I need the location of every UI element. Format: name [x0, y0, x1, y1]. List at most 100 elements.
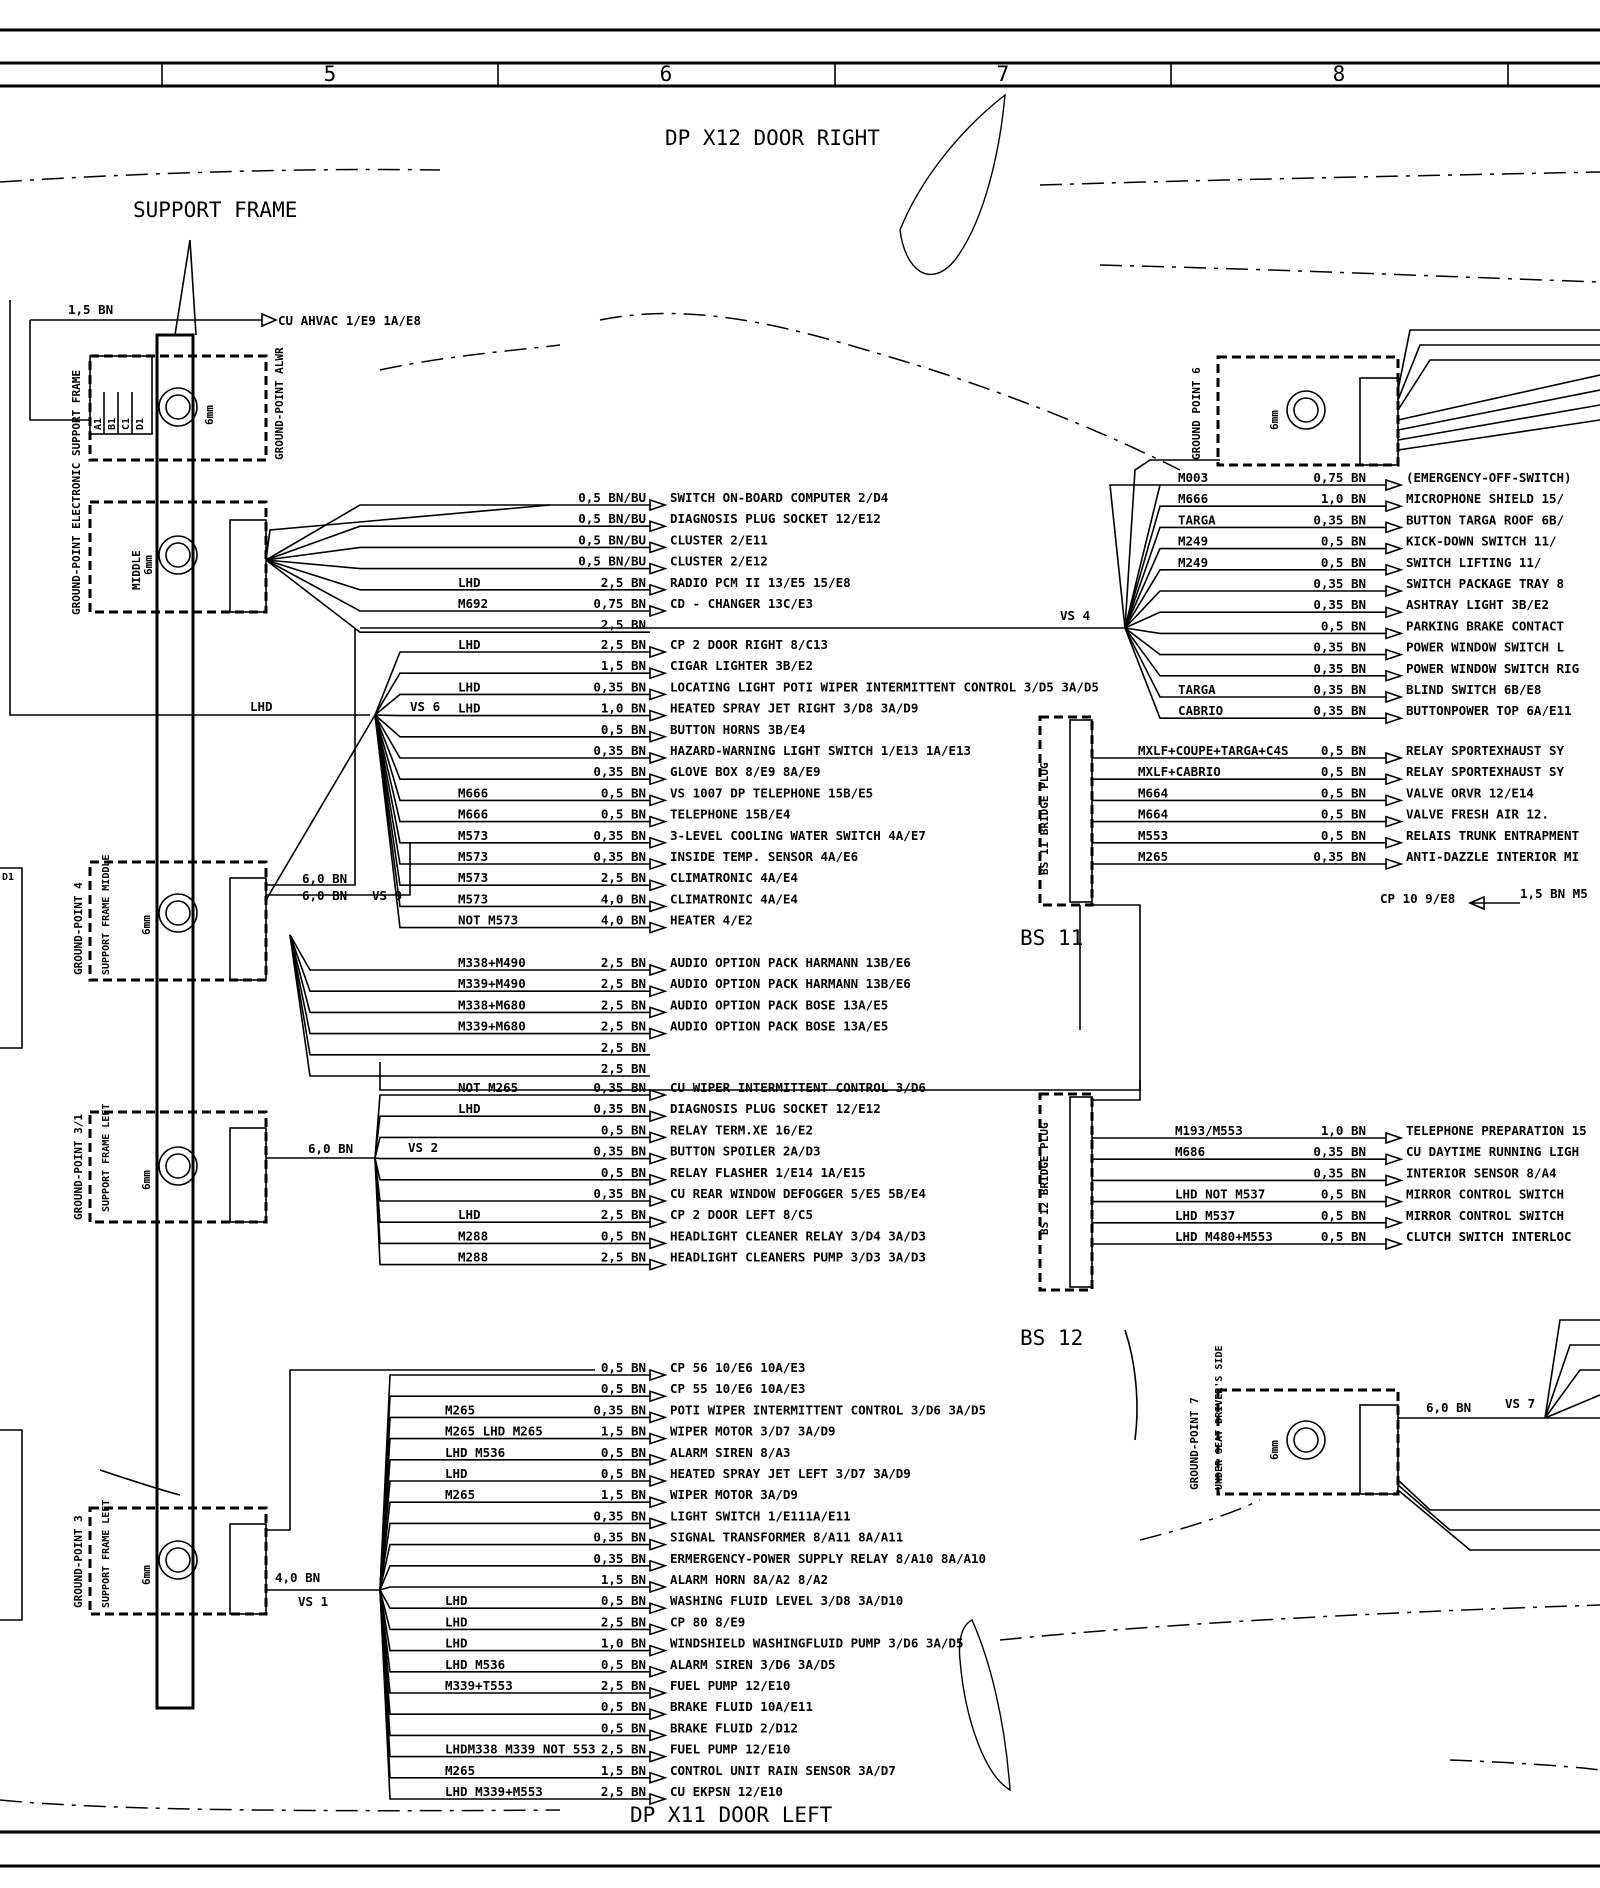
wire-arrow: [1385, 478, 1404, 492]
wire-code: MXLF+COUPE+TARGA+C4S: [1138, 743, 1289, 758]
wire-arrow: [649, 985, 668, 998]
wire-line: [1124, 505, 1386, 629]
wire-destination: AUDIO OPTION PACK BOSE 13A/E5: [670, 997, 888, 1012]
wire-spec: 0,35 BN: [1313, 512, 1366, 527]
wire-code: LHD: [458, 1101, 481, 1116]
wire-spec: 0,5 BN: [601, 1122, 646, 1137]
wire-destination: RELAY FLASHER 1/E14 1A/E15: [670, 1165, 866, 1180]
wire-spec: 0,35 BN: [1313, 597, 1366, 612]
wire-line: [374, 714, 650, 780]
wire-arrow: [1385, 1131, 1404, 1145]
wire-destination: LIGHT SWITCH 1/E111A/E11: [670, 1508, 851, 1523]
wire-arrow: [1385, 1216, 1404, 1229]
svg-text:SUPPORT FRAME LEFT: SUPPORT FRAME LEFT: [101, 1104, 112, 1212]
wire-destination: CLIMATRONIC 4A/E4: [670, 891, 798, 906]
wire-arrow: [649, 1152, 668, 1165]
wire-line: [374, 714, 650, 865]
svg-text:GROUND-POINT 3: GROUND-POINT 3: [72, 1515, 85, 1608]
wire-arrow: [649, 1474, 668, 1488]
trunk-line: [266, 628, 356, 886]
wire-line: [374, 1157, 650, 1266]
wire-destination: BRAKE FLUID 10A/E11: [670, 1699, 813, 1714]
wire-destination: CU WIPER INTERMITTENT CONTROL 3/D6: [670, 1080, 926, 1095]
wire-arrow: [1385, 669, 1404, 682]
title-door-right: DP X12 DOOR RIGHT: [665, 126, 880, 150]
wire-spec: 4,0 BN: [601, 913, 646, 928]
wire-arrow: [649, 1194, 668, 1208]
wire-spec: 2,5 BN: [601, 1207, 646, 1222]
wire-spec: 0,5 BN: [601, 1445, 646, 1460]
wire-code: LHD NOT M537: [1175, 1187, 1265, 1202]
wire-arrow: [649, 921, 668, 934]
wire-arrow: [649, 1432, 668, 1445]
ground-point-6: GROUND POINT 6 6mm: [1190, 355, 1400, 467]
wire-arrow: [1385, 773, 1404, 786]
wire-arrow: [649, 1006, 668, 1019]
wire-code: M573: [458, 849, 488, 864]
wire-arrow: [1385, 500, 1404, 513]
wire-line: [379, 1586, 650, 1591]
wire-spec: 0,5 BN: [1321, 764, 1366, 779]
wire-code: LHD: [445, 1466, 468, 1481]
wire-arrow: [649, 1131, 668, 1144]
wire-destination: INSIDE TEMP. SENSOR 4A/E6: [670, 849, 858, 864]
wire-destination: FUEL PUMP 12/E10: [670, 1742, 790, 1757]
wire-line: [379, 1565, 650, 1591]
wire-row: 0,5 BN RELAY TERM.XE 16/E2: [374, 1122, 813, 1159]
wire-line: [1124, 526, 1386, 629]
wire-arrow: [649, 1771, 668, 1784]
wire-destination: INTERIOR SENSOR 8/A4: [1406, 1165, 1557, 1180]
wire-destination: FUEL PUMP 12/E10: [670, 1678, 790, 1693]
wire-spec: 0,75 BN: [1313, 470, 1366, 485]
svg-text:6mm: 6mm: [140, 915, 153, 935]
wire-destination: RELAY TERM.XE 16/E2: [670, 1122, 813, 1137]
wire-line: [289, 934, 650, 1014]
lhd-label: LHD: [250, 699, 273, 714]
svg-text:UNDER SEAT DRIVER'S SIDE: UNDER SEAT DRIVER'S SIDE: [1214, 1346, 1225, 1491]
wire-code: LHD: [458, 679, 481, 694]
wire-arrow: [1385, 648, 1404, 661]
wire-spec: 0,5 BN: [601, 722, 646, 737]
ground-point-3: GROUND-POINT 3 SUPPORT FRAME LEFT 6mm: [72, 1500, 268, 1616]
wire-arrow: [649, 1453, 668, 1466]
wire-line: [289, 934, 650, 1035]
svg-text:VS 2: VS 2: [408, 1140, 438, 1155]
svg-text:VS 6: VS 6: [410, 699, 440, 714]
wire-arrow: [649, 583, 668, 596]
wire-line: [379, 1543, 650, 1591]
wire-spec: 0,5 BN: [601, 1466, 646, 1481]
column-label-5: 5: [324, 62, 337, 86]
wire-spec: 0,5 BN/BU: [578, 532, 646, 547]
wire-line: [265, 525, 650, 561]
wire-code: M265: [445, 1487, 475, 1502]
wire-destination: CU REAR WINDOW DEFOGGER 5/E5 5B/E4: [670, 1186, 926, 1201]
wire-code: LHD: [445, 1614, 468, 1629]
wire-arrow: [649, 1496, 668, 1509]
wire-spec: 2,5 BN: [601, 1250, 646, 1265]
svg-text:VS 1: VS 1: [298, 1594, 328, 1609]
wire-destination: MICROPHONE SHIELD 15/: [1406, 491, 1564, 506]
wire-code: M666: [458, 785, 488, 800]
ground-point-4: GROUND-POINT 4 SUPPORT FRAME MIDDLE 6mm: [72, 855, 268, 982]
wire-spec: 0,35 BN: [593, 1144, 646, 1159]
wire-code: M003: [1178, 470, 1208, 485]
wire-spec: 0,5 BN: [1321, 807, 1366, 822]
wire-spec: 1,5 BN: [601, 1763, 646, 1778]
wire-line: [1124, 611, 1386, 629]
